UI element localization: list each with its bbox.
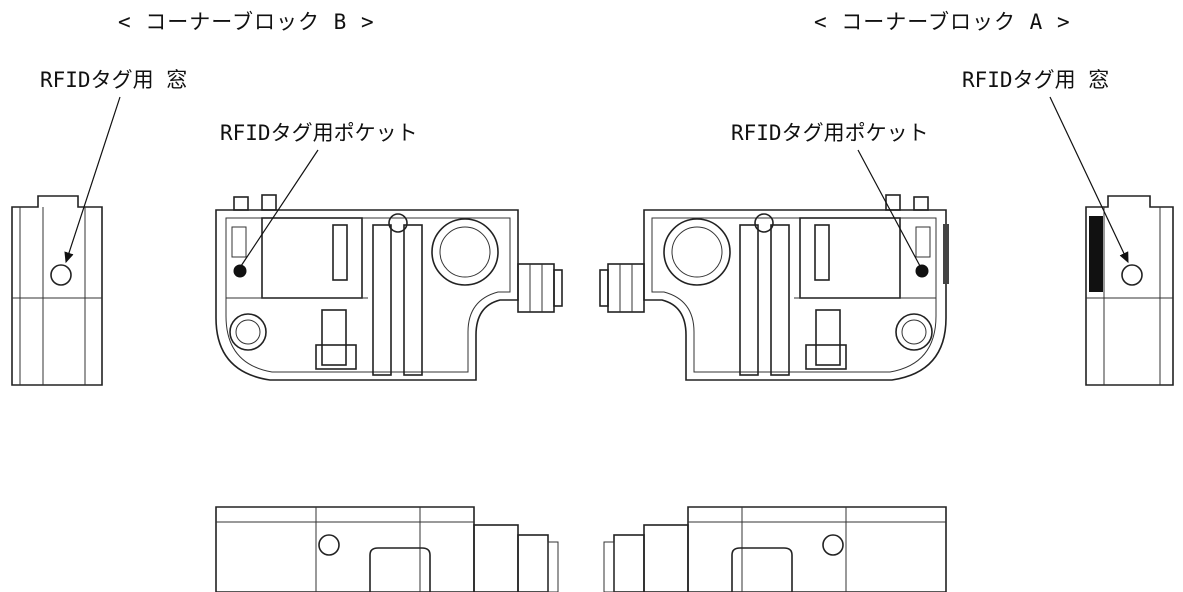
leader-window-a bbox=[1049, 96, 1129, 264]
block-b-side-view bbox=[11, 195, 103, 386]
label-rfid-pocket-a: RFIDタグ用ポケット bbox=[731, 121, 929, 145]
block-a-side-view bbox=[1085, 195, 1174, 386]
leader-window-b bbox=[64, 96, 121, 264]
label-rfid-pocket-b: RFIDタグ用ポケット bbox=[220, 121, 418, 145]
leader-pocket-b bbox=[240, 149, 319, 267]
title-corner-block-b: < コーナーブロック B > bbox=[118, 10, 375, 34]
misumi-logo-side-a bbox=[1089, 216, 1103, 292]
rfid-window-b bbox=[50, 264, 72, 286]
block-b-front-view bbox=[215, 194, 519, 381]
rfid-pocket-a bbox=[915, 264, 929, 278]
misumi-logo-front-a bbox=[943, 224, 949, 284]
block-b-bottom-view bbox=[215, 506, 559, 592]
connector-b bbox=[517, 263, 563, 313]
connector-a bbox=[599, 263, 645, 313]
block-a-front-view bbox=[643, 194, 947, 381]
label-rfid-window-a: RFIDタグ用 窓 bbox=[962, 68, 1110, 92]
rfid-window-a bbox=[1121, 264, 1143, 286]
label-rfid-window-b: RFIDタグ用 窓 bbox=[40, 68, 188, 92]
title-corner-block-a: < コーナーブロック A > bbox=[814, 10, 1071, 34]
block-a-bottom-view bbox=[603, 506, 947, 592]
leader-pocket-a bbox=[857, 149, 921, 267]
rfid-pocket-b bbox=[233, 264, 247, 278]
